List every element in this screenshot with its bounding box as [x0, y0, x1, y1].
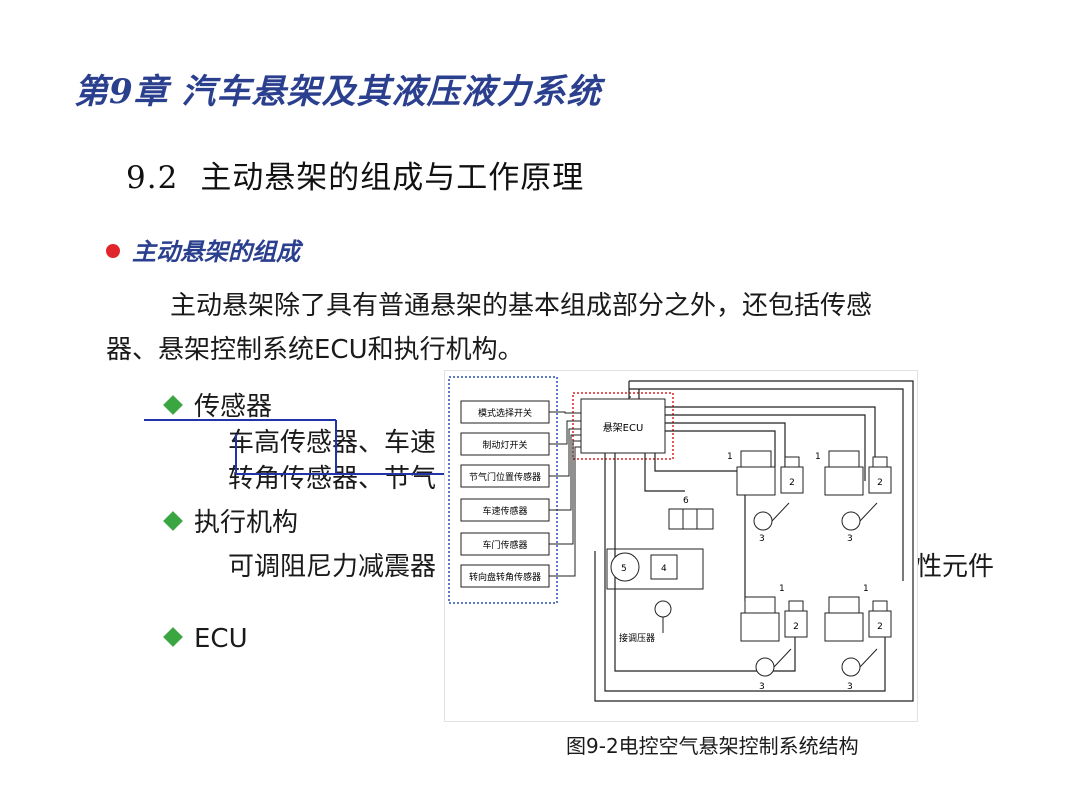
section-title: 9.2 主动悬架的组成与工作原理 [126, 152, 584, 197]
callout-3: 3 [847, 534, 853, 544]
suspension-diagram: 模式选择开关 制动灯开关 节气门位置传感器 车速传感器 车门传感器 转向盘转角传… [444, 370, 918, 722]
item-actuator-detail-2: 性元件 [916, 552, 995, 582]
intro-paragraph: 主动悬架除了具有普通悬架的基本组成部分之外，还包括传感 器、悬架控制系统ECU和… [106, 284, 1006, 372]
suspension-diagram-svg: 模式选择开关 制动灯开关 节气门位置传感器 车速传感器 车门传感器 转向盘转角传… [448, 376, 914, 702]
callout-3: 3 [847, 682, 853, 692]
callout-6: 6 [683, 496, 689, 506]
callout-5: 5 [621, 564, 627, 574]
bullet-heading: 主动悬架的组成 [106, 232, 300, 267]
section-number: 9.2 [126, 160, 179, 196]
compressor-label: 接调压器 [619, 632, 655, 644]
callout-1: 1 [815, 452, 821, 462]
red-bullet-icon [106, 244, 120, 258]
callout-1: 1 [727, 452, 733, 462]
chapter-title: 第9章 汽车悬架及其液压液力系统 [74, 72, 602, 112]
callout-3: 3 [759, 534, 765, 544]
paragraph-line-2: 器、悬架控制系统ECU和执行机构。 [106, 335, 524, 365]
item-actuator-detail-1: 可调阻尼力减震器 [228, 552, 437, 582]
sensor-label: 制动灯开关 [482, 439, 527, 451]
sensor-label: 车速传感器 [482, 505, 527, 517]
figure-caption: 图9-2电控空气悬架控制系统结构 [566, 734, 859, 758]
item-ecu-label: ECU [194, 624, 248, 654]
callout-2: 2 [789, 478, 795, 488]
item-sensors: 传感器 [163, 386, 273, 423]
item-actuator: 执行机构 [163, 502, 299, 539]
bullet-heading-text: 主动悬架的组成 [132, 237, 300, 266]
item-sensors-label: 传感器 [194, 392, 273, 422]
callout-2: 2 [793, 622, 799, 632]
callout-2: 2 [877, 478, 883, 488]
sensor-label: 模式选择开关 [478, 407, 532, 419]
sensor-label: 转向盘转角传感器 [469, 571, 541, 583]
section-title-text: 主动悬架的组成与工作原理 [200, 160, 585, 196]
callout-2: 2 [877, 622, 883, 632]
paragraph-line-1: 主动悬架除了具有普通悬架的基本组成部分之外，还包括传感 [170, 291, 873, 321]
callout-1: 1 [863, 584, 869, 594]
callout-3: 3 [759, 682, 765, 692]
callout-4: 4 [661, 564, 667, 574]
item-sensors-detail-2: 转角传感器、节气 [228, 464, 437, 494]
sensor-label: 节气门位置传感器 [469, 471, 541, 483]
sensor-label: 车门传感器 [482, 539, 527, 551]
item-sensors-detail-1: 车高传感器、车速 [228, 428, 437, 458]
ecu-box-label: 悬架ECU [603, 422, 644, 434]
callout-1: 1 [779, 584, 785, 594]
item-ecu: ECU [163, 624, 248, 654]
item-actuator-label: 执行机构 [194, 508, 299, 538]
